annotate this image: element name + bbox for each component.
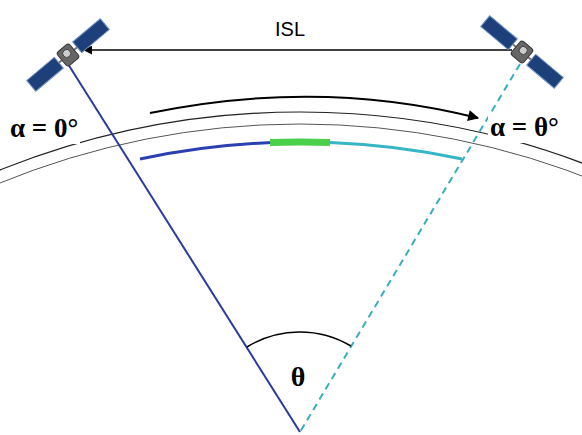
ground-track-blue [140,142,290,159]
nadir-line-cyan [300,64,520,432]
motion-arrow [150,97,478,118]
satellite-icon [25,17,110,92]
angle-arc [247,332,351,347]
angle-label: α = θ° [488,113,561,143]
angle-symbol: θ [289,362,308,393]
overlap-segment [270,138,330,146]
nadir-line-blue [68,64,300,432]
angle-label: α = 0° [8,114,80,144]
ground-track-cyan [330,143,462,159]
link-label: ISL [273,18,307,40]
isl-arrow [84,49,512,51]
earth-outline [0,112,582,435]
satellite-icon [479,14,564,89]
atmosphere-outline [0,124,582,435]
